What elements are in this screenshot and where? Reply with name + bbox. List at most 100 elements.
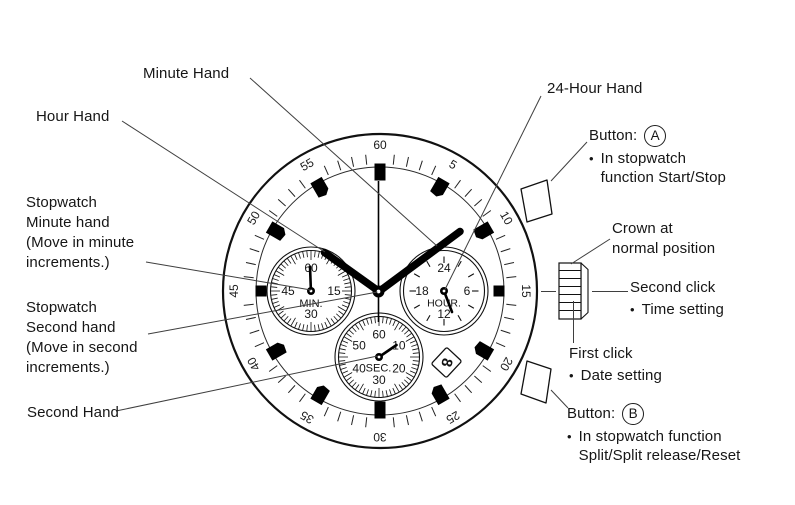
- leader-crown: [570, 238, 611, 265]
- subdial-number: 18: [415, 284, 429, 298]
- second-hand-label: Second Hand: [27, 404, 120, 421]
- stopwatch-second-line4: increments.): [26, 359, 110, 376]
- crown-shape: [558, 262, 589, 320]
- bezel-number: 40: [244, 354, 263, 373]
- stopwatch-second-line1: Stopwatch: [26, 299, 97, 316]
- button-a-desc-line1: In stopwatch: [600, 150, 687, 167]
- subdial-number: 12: [437, 307, 451, 321]
- subdial-number: 15: [327, 284, 341, 298]
- leader-hour-hand: [121, 120, 326, 253]
- subdial-number: 50: [352, 339, 366, 353]
- button-a-bullet-row: • In stopwatch function Start/Stop: [589, 149, 726, 187]
- subdial-24-hour: 24 6 12 18 HOUR.: [399, 246, 489, 336]
- crown-line1: Crown at: [612, 220, 673, 237]
- subdial-number: 10: [392, 339, 406, 353]
- second-click-desc: Time setting: [641, 301, 724, 318]
- bezel-number: 55: [298, 155, 317, 174]
- leader-stopwatch-second: [147, 291, 378, 335]
- subdial-number: 24: [437, 261, 451, 275]
- bezel-number: 60: [373, 138, 387, 152]
- bezel-ticks: [243, 154, 517, 428]
- subdial-sec-label: SEC.: [366, 363, 392, 375]
- bezel-number: 45: [227, 284, 241, 298]
- subdial-min-numbers: 60 15 30 45: [281, 261, 341, 321]
- subdial-number: 40: [352, 362, 366, 376]
- marker-2: [473, 221, 495, 240]
- subdial-24h-label: HOUR.: [427, 298, 461, 310]
- button-b-circled-letter: B: [622, 403, 645, 425]
- minute-hand-label: Minute Hand: [143, 65, 230, 82]
- first-click-bullet-row: • Date setting: [569, 366, 662, 385]
- subdial-stopwatch-minute: 60 15 30 45 MIN.: [266, 246, 356, 336]
- marker-4: [474, 341, 495, 361]
- marker-1: [430, 176, 450, 197]
- marker-8: [265, 342, 287, 361]
- button-a-label: Button: A • In stopwatch function Start/…: [589, 125, 726, 187]
- crown-label: Crown at normal position: [612, 219, 715, 259]
- subdial-second: 60 10 20 30 40 50 SEC.: [334, 312, 424, 402]
- stopwatch-minute-line2: Minute hand: [26, 214, 110, 231]
- subdial-number: 45: [281, 284, 295, 298]
- second-click-title: Second click: [630, 279, 716, 296]
- leader-button-a: [550, 141, 588, 182]
- subdial-sec-numbers: 60 10 20 30 40 50: [352, 328, 405, 388]
- second-click-bullet-row: • Time setting: [630, 300, 724, 319]
- subdial-number: 6: [464, 284, 471, 298]
- stopwatch-minute-line1: Stopwatch: [26, 194, 97, 211]
- button-b-title-row: Button: B: [567, 403, 740, 425]
- button-b-bullet-row: • In stopwatch function Split/Split rele…: [567, 427, 740, 465]
- subdial-number: 20: [392, 362, 406, 376]
- first-click-label: First click • Date setting: [569, 344, 662, 385]
- center-hub-dot: [376, 289, 381, 294]
- bezel-number: 25: [443, 408, 462, 427]
- leader-button-b: [550, 389, 569, 409]
- date-window: 8: [431, 347, 462, 378]
- leader-24-hour-hand: [444, 95, 542, 290]
- bullet-icon: •: [569, 368, 574, 383]
- stopwatch-minute-line3: (Move in minute: [26, 234, 135, 251]
- subdial-number: 60: [372, 328, 386, 342]
- stopwatch-second-line3: (Move in second: [26, 339, 138, 356]
- stopwatch-second-line2: Second hand: [26, 319, 116, 336]
- crown-ridges: [559, 270, 581, 311]
- subdial-24h-ticks: [409, 256, 479, 326]
- subdial-sec-ticks: [339, 317, 419, 397]
- hour-hand: [320, 248, 381, 294]
- second-click-label: Second click • Time setting: [630, 278, 724, 319]
- marker-9: [255, 285, 267, 297]
- bullet-icon: •: [589, 151, 594, 166]
- button-a-title-row: Button: A: [589, 125, 726, 147]
- marker-10: [265, 221, 286, 241]
- bezel-number: 10: [497, 209, 516, 228]
- bullet-icon: •: [567, 429, 572, 444]
- marker-3: [493, 285, 505, 297]
- subdial-sec-hub-dot: [377, 355, 381, 359]
- leader-lines: [115, 77, 628, 412]
- first-click-title: First click: [569, 345, 633, 362]
- 24-hour-hand-label: 24-Hour Hand: [547, 80, 643, 97]
- stopwatch-minute-label: Stopwatch Minute hand (Move in minute in…: [26, 193, 134, 273]
- marker-12: [374, 163, 386, 181]
- hour-markers: [255, 163, 505, 419]
- stopwatch-minute-line4: increments.): [26, 254, 110, 271]
- marker-11: [310, 176, 329, 198]
- button-b-shape: [520, 360, 552, 404]
- subdial-24h-hub-dot: [442, 289, 446, 293]
- button-b-label: Button: B • In stopwatch function Split/…: [567, 403, 740, 465]
- marker-6: [374, 401, 386, 419]
- bezel-number: 35: [297, 408, 316, 427]
- main-hands: [320, 181, 464, 322]
- minute-hand: [377, 227, 464, 294]
- button-b-desc-line2: Split/Split release/Reset: [578, 447, 741, 464]
- leader-stopwatch-minute: [145, 261, 312, 291]
- subdial-number: 30: [372, 373, 386, 387]
- bezel-number: 50: [244, 208, 263, 227]
- button-a-circled-letter: A: [644, 125, 667, 147]
- leader-second-hand: [115, 355, 378, 412]
- stopwatch-second-label: Stopwatch Second hand (Move in second in…: [26, 298, 138, 378]
- button-a-shape: [520, 179, 553, 223]
- first-click-desc: Date setting: [580, 367, 662, 384]
- bullet-icon: •: [630, 302, 635, 317]
